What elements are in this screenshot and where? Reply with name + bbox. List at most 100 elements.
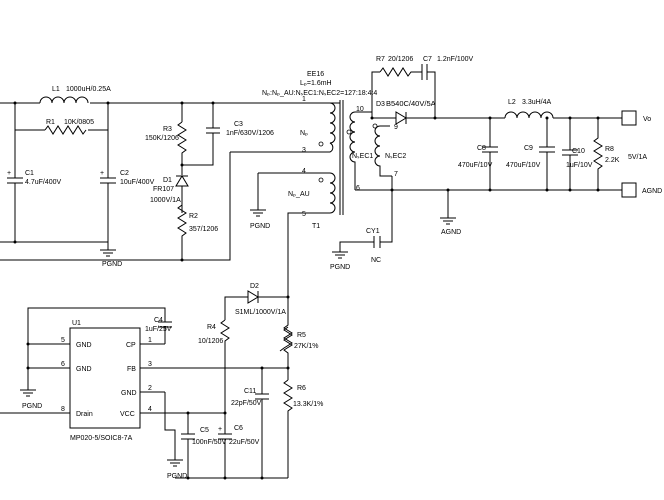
R2-value: 357/1206 [189, 226, 218, 233]
secondary-winding-2 [374, 125, 392, 177]
R3-ref: R3 [163, 126, 172, 133]
R1-value: 10K/0805 [64, 119, 94, 126]
pgnd-label-aux: PGND [250, 223, 270, 230]
C1-value: 4.7uF/400V [25, 179, 62, 186]
capacitor-C10 [562, 118, 578, 190]
nsec1-label: NₛEC1 [352, 153, 373, 160]
svg-text:+: + [100, 170, 104, 177]
C6-ref: C6 [234, 425, 243, 432]
R7-value: 20/1206 [388, 56, 413, 63]
R4-value: 10/1206 [198, 338, 223, 345]
capacitor-C9 [539, 118, 555, 190]
svg-text:4: 4 [148, 406, 152, 413]
pgnd-symbol-cy [332, 251, 348, 259]
R8-value: 2.2K [605, 157, 620, 164]
C3-value: 1nF/630V/1206 [226, 130, 274, 137]
C2-ref: C2 [120, 170, 129, 177]
C5-ref: C5 [200, 427, 209, 434]
ic-ref: U1 [72, 320, 81, 327]
svg-text:6: 6 [61, 361, 65, 368]
C1-ref: C1 [25, 170, 34, 177]
pgnd-symbol-gnd [167, 459, 183, 467]
diode-D1 [175, 160, 189, 213]
L1-value: 1000uH/0.25A [66, 86, 111, 93]
L1-ref: L1 [52, 86, 60, 93]
transformer-ratio: Nₚ:Nₚ_AU:NₛEC1:NₛEC2=127:18:4:4 [262, 90, 377, 97]
transformer-name: EE16 [307, 71, 324, 78]
inductor-L1 [39, 96, 89, 104]
C8-value: 470uF/10V [458, 162, 493, 169]
svg-text:3: 3 [148, 361, 152, 368]
D3-value: B540C/40V/5A [386, 99, 436, 108]
capacitor-C11 [255, 368, 269, 478]
R1-wires [14, 103, 109, 131]
C4-ref: C4 [154, 317, 163, 324]
vo-label: Vo [643, 116, 651, 123]
C3-ref: C3 [234, 121, 243, 128]
agnd-symbol [440, 190, 456, 225]
capacitor-C5 [181, 413, 195, 478]
R7-ref: R7 [376, 56, 385, 63]
D3-ref: D3 [376, 101, 385, 108]
resistor-R1 [44, 125, 87, 135]
vo-terminal [621, 110, 637, 126]
D1-value: FR107 [153, 186, 174, 193]
C4-value: 1uF/25V [145, 326, 172, 333]
svg-text:GND: GND [76, 342, 92, 349]
agnd-terminal-label: AGND [642, 188, 662, 195]
R4-ref: R4 [207, 324, 216, 331]
C11-ref: C11 [244, 388, 256, 395]
C6-value: 22uF/50V [229, 439, 260, 446]
R3-value: 150K/1206 [145, 135, 179, 142]
pgnd-symbol-1 [100, 242, 116, 257]
svg-text:+: + [7, 170, 11, 177]
pgnd-label-ic: PGND [22, 403, 42, 410]
ic-part: MP020-5/SOIC8-7A [70, 435, 133, 442]
diode-D3 [371, 111, 448, 125]
R8-ref: R8 [605, 146, 614, 153]
transformer-core [339, 100, 344, 215]
D2-value: S1ML/1000V/1A [235, 309, 286, 316]
R1-ref: R1 [46, 119, 55, 126]
svg-text:4: 4 [302, 168, 306, 175]
capacitor-CY1 [339, 190, 393, 252]
C7-ref: C7 [423, 56, 432, 63]
output-rating: 5V/1A [628, 154, 647, 161]
svg-text:10: 10 [356, 106, 364, 113]
svg-text:GND: GND [121, 390, 137, 397]
svg-text:3: 3 [302, 147, 306, 154]
svg-text:1: 1 [148, 337, 152, 344]
npau-label: Nₚ_AU [288, 191, 310, 198]
drain-net [0, 151, 330, 261]
ic-U1-body [69, 327, 141, 429]
resistor-R8 [593, 118, 603, 190]
primary-winding [310, 102, 336, 153]
C11-value: 22pF/50V [231, 400, 262, 407]
diode-D2 [224, 290, 288, 320]
R6-ref: R6 [297, 385, 306, 392]
R6-value: 13.3K/1% [293, 401, 323, 408]
aux-winding [258, 172, 336, 297]
C10-value: 1uF/10V [566, 162, 593, 169]
R5-value: 27K/1% [294, 343, 319, 350]
np-label: Nₚ [300, 130, 308, 137]
resistor-R4 [220, 319, 230, 413]
resistor-R2 [177, 204, 187, 260]
capacitor-C4 [27, 307, 172, 390]
L2-value: 3.3uH/4A [522, 99, 552, 106]
svg-text:1: 1 [302, 96, 306, 103]
nsec2-label: NₛEC2 [385, 153, 406, 160]
svg-text:FB: FB [127, 366, 136, 373]
agnd-terminal [621, 182, 637, 198]
L2-ref: L2 [508, 99, 516, 106]
pgnd-label-1: PGND [102, 261, 122, 268]
snubber-R7-C7 [379, 64, 436, 118]
svg-text:6: 6 [356, 185, 360, 192]
inductor-L2 [504, 111, 554, 119]
resistor-R5 [279, 297, 293, 352]
CY1-value: NC [371, 257, 381, 264]
svg-text:7: 7 [394, 171, 398, 178]
svg-text:5: 5 [302, 211, 306, 218]
D2-ref: D2 [250, 283, 259, 290]
